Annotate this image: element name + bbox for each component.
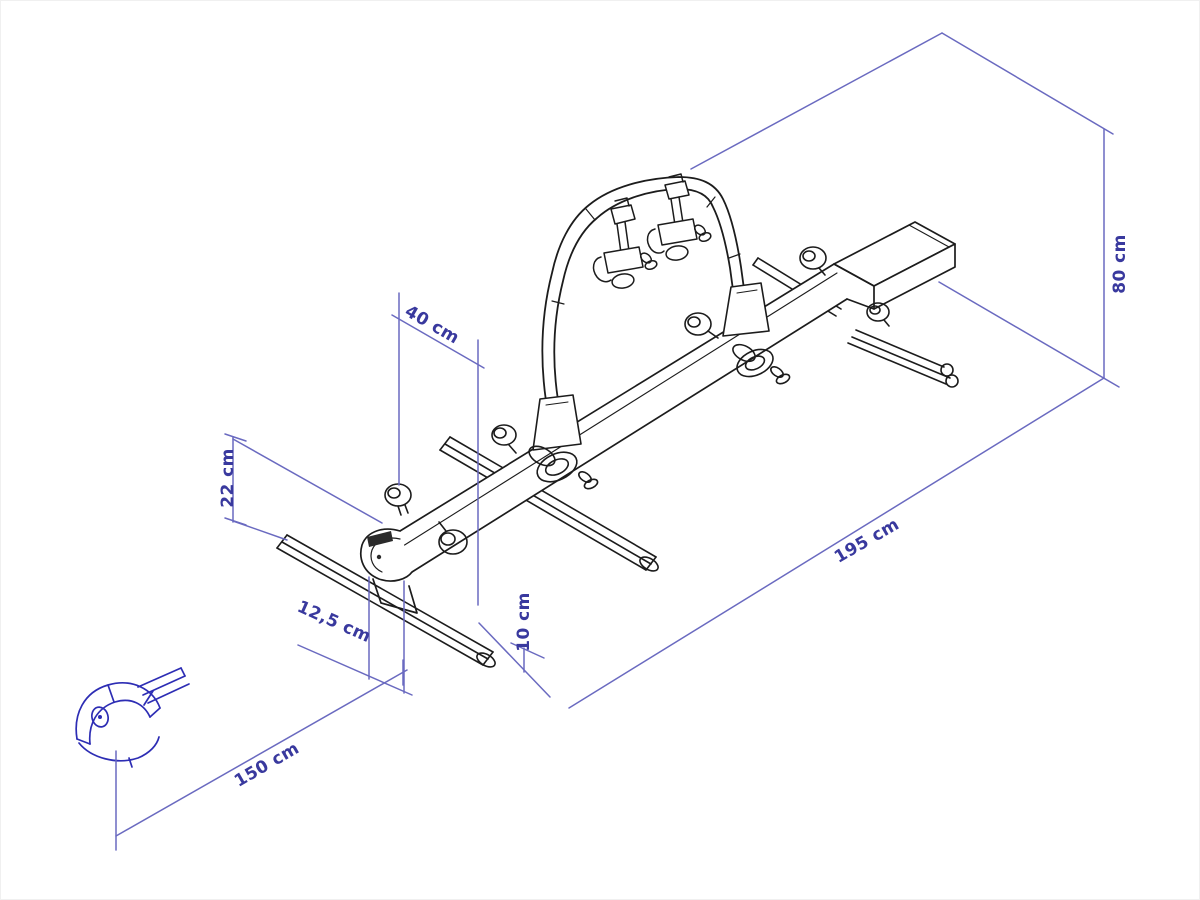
bike-clamp-1 <box>592 197 658 289</box>
dimension-label-10cm: 10 cm <box>514 592 534 652</box>
brand-plate <box>367 531 393 547</box>
dimension-label-80cm: 80 cm <box>1110 234 1130 294</box>
roof-rail-middle <box>439 436 659 572</box>
dimension-label-22cm: 22 cm <box>218 448 238 508</box>
dim-tick-22-top <box>224 433 247 442</box>
dim-line-12-5 <box>297 644 413 696</box>
dim-tick-10-top <box>510 642 545 659</box>
dim-line-150 <box>115 669 408 837</box>
arch-foot-left <box>528 394 599 490</box>
dim-ext-22-top <box>232 438 383 524</box>
dim-line-40 <box>391 314 485 369</box>
support-arch <box>541 176 745 402</box>
box-edge-top-right <box>941 32 1114 135</box>
dim-ext-22-bottom <box>232 520 288 541</box>
bike-clamp-2 <box>646 173 712 261</box>
extension-line-corner <box>478 622 551 698</box>
dim-line-195 <box>568 377 1105 709</box>
extension-line-right <box>938 281 1120 388</box>
end-housing-box <box>833 221 956 310</box>
clamp-knobs <box>384 246 890 555</box>
rail-clamp-detail-part <box>75 667 190 768</box>
arch-foot-right <box>722 282 791 385</box>
roof-rail-left <box>276 534 496 668</box>
dimension-lines <box>115 32 1120 851</box>
box-edge-top-left <box>690 32 943 170</box>
